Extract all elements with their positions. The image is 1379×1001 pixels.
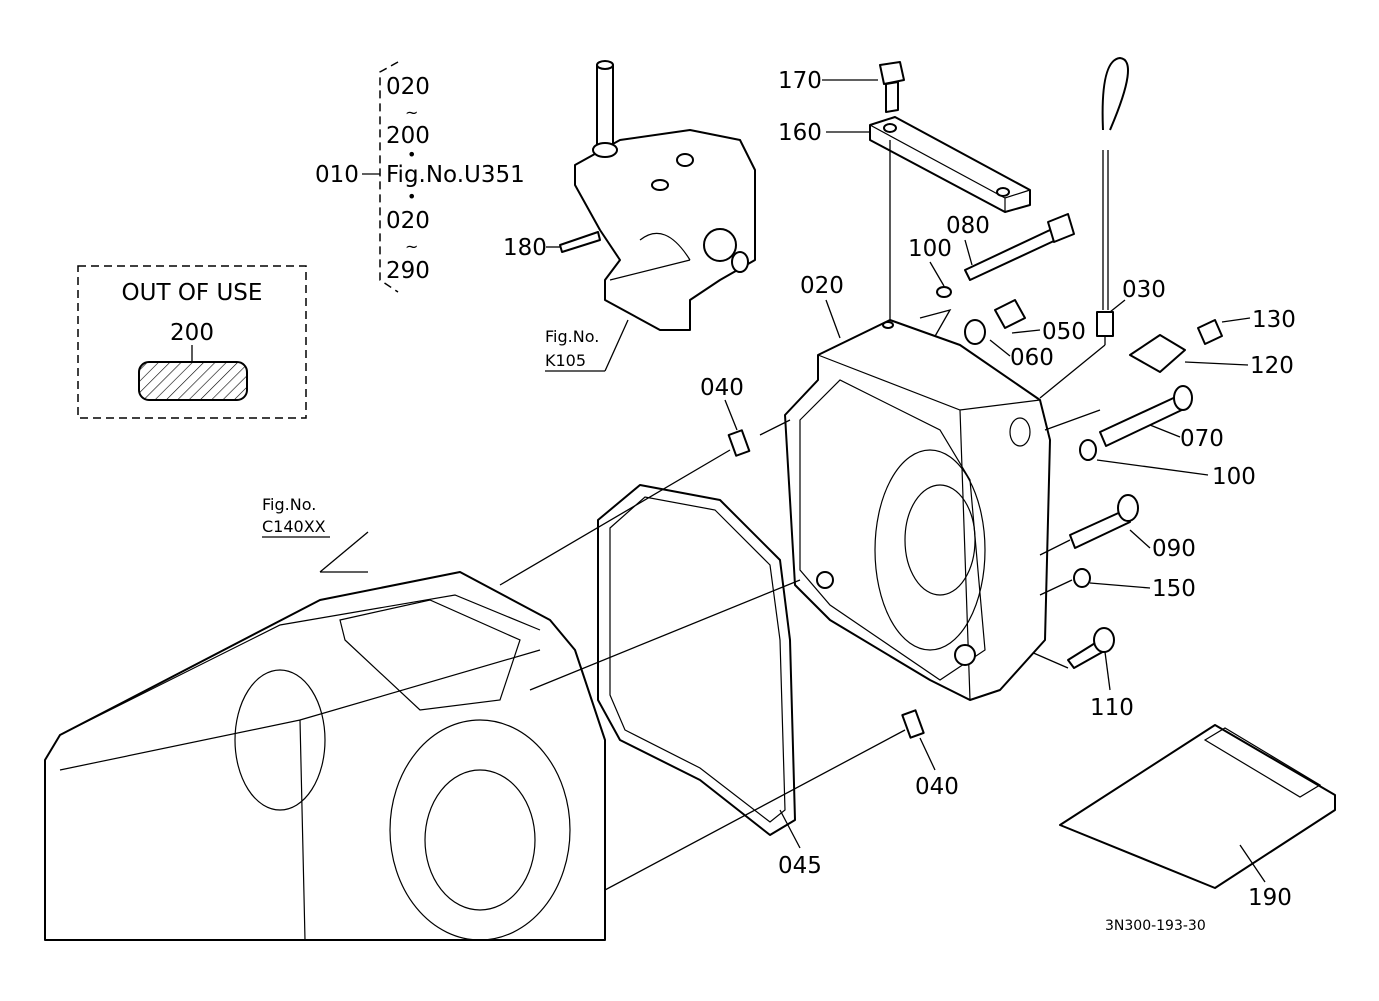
fig-ref-k105-label: Fig.No. — [545, 327, 599, 346]
callout-020: 020 — [800, 273, 844, 299]
callout-150: 150 — [1152, 576, 1196, 602]
plate-160 — [869, 61, 1031, 322]
range-start: 020 — [386, 74, 430, 100]
plug-150 — [1073, 568, 1091, 588]
housing-020 — [784, 319, 1051, 701]
tilde: ~ — [405, 103, 418, 122]
callout-040b: 040 — [915, 774, 959, 800]
callout-080: 080 — [946, 213, 990, 239]
callout-045: 045 — [778, 853, 822, 879]
bolt-170 — [879, 61, 905, 85]
dipstick — [1096, 57, 1129, 345]
callout-180: 180 — [503, 235, 547, 261]
bracket-group-010: 010 020 ~ 200 • Fig.No.U351 • 020 ~ 290 — [315, 61, 525, 293]
washer-100b — [1079, 439, 1097, 461]
callout-130: 130 — [1252, 307, 1296, 333]
callout-060: 060 — [1010, 345, 1054, 371]
bolt-070 — [1099, 394, 1187, 447]
callout-050: 050 — [1042, 319, 1086, 345]
out-of-use-title: OUT OF USE — [122, 280, 263, 306]
cover-120 — [1129, 334, 1186, 373]
callout-190: 190 — [1248, 885, 1292, 911]
dot: • — [407, 145, 416, 164]
callout-010: 010 — [315, 162, 359, 188]
pin-040b — [901, 709, 925, 739]
gasket-045 — [597, 484, 796, 836]
right-fasteners — [1021, 319, 1223, 669]
fig-ref-k105-number: K105 — [545, 351, 586, 370]
plug-050 — [994, 299, 1026, 329]
callout-040a: 040 — [700, 375, 744, 401]
seal-060 — [964, 319, 986, 345]
lift-bracket: Fig.No. K105 — [545, 60, 756, 372]
callout-030: 030 — [1122, 277, 1166, 303]
tilde: ~ — [405, 237, 418, 256]
callout-160: 160 — [778, 120, 822, 146]
callout-100b: 100 — [1212, 464, 1256, 490]
range-end: 290 — [386, 258, 430, 284]
diagram-code: 3N300-193-30 — [1105, 918, 1206, 934]
dot: • — [407, 187, 416, 206]
fig-ref-c140xx-label: Fig.No. — [262, 495, 316, 514]
hatched-part-symbol — [138, 361, 248, 401]
callout-170: 170 — [778, 68, 822, 94]
bolt-090 — [1069, 509, 1131, 549]
transmission-case: Fig.No. C140XX — [44, 495, 606, 941]
pin-180 — [559, 231, 601, 253]
fig-ref-c140xx-number: C140XX — [262, 517, 326, 536]
out-of-use-box: OUT OF USE 200 — [77, 265, 307, 419]
callout-070: 070 — [1180, 426, 1224, 452]
bolt-130 — [1197, 319, 1223, 345]
leader-lines — [546, 79, 1266, 883]
callout-100: 100 — [908, 236, 952, 262]
range-start: 020 — [386, 208, 430, 234]
pin-040a — [727, 429, 751, 457]
plug-030 — [1096, 311, 1114, 337]
callout-090: 090 — [1152, 536, 1196, 562]
washer-100 — [936, 286, 952, 298]
document-190 — [1059, 724, 1336, 889]
assembly-lines — [499, 344, 1106, 891]
range-end: 200 — [386, 123, 430, 149]
upper-fasteners — [919, 213, 1075, 346]
callouts: 170 160 180 100 080 020 030 050 060 130 … — [503, 68, 1296, 911]
out-of-use-part: 200 — [170, 320, 214, 346]
fig-ref-u351: Fig.No.U351 — [386, 162, 525, 188]
callout-120: 120 — [1250, 353, 1294, 379]
callout-110: 110 — [1090, 695, 1134, 721]
